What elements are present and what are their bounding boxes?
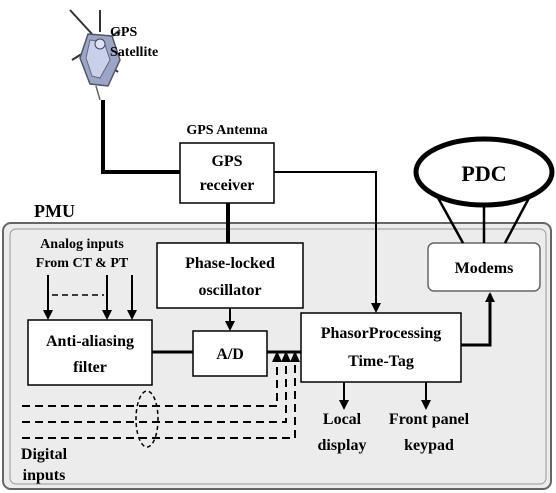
gps-receiver-line1: GPS [211,153,242,170]
phasor-line2: Time-Tag [348,353,414,370]
phasor-to-modems-arrow [461,292,495,347]
ad-label: A/D [216,346,244,363]
digital-line-2 [22,358,287,423]
pll-box [156,242,304,309]
analog-inputs-line2: From CT & PT [36,256,129,271]
digital-group-ellipse [135,390,159,448]
modem-pdc-line-1 [435,195,465,244]
local-display-line2: display [318,437,367,454]
digital-line-1 [22,358,278,407]
satellite-icon [69,9,121,101]
pll-line1: Phase-locked [185,255,275,272]
gps-antenna-label: GPS Antenna [186,123,267,138]
satellite-cable [101,100,180,174]
pmu-panel-inner [9,228,547,485]
ad-box [192,330,268,377]
front-panel-line1: Front panel [389,411,470,428]
digital-inputs-line1: Digital [21,446,68,463]
anti-aliasing-box [27,319,153,386]
pdc-label: PDC [461,161,506,186]
digital-inputs-line2: inputs [23,467,66,484]
digital-arrowhead-3 [290,351,300,362]
front-panel-line2: keypad [404,437,454,454]
phasor-box [300,312,462,383]
phasor-line1: PhasorProcessing [321,325,442,342]
modem-pdc-line-3 [503,195,532,244]
digital-arrowhead-2 [281,351,291,362]
local-display-line1: Local [323,411,362,428]
satellite-label-line2: Satellite [110,45,158,60]
digital-arrowhead-1 [272,351,282,362]
anti-aliasing-line1: Anti-aliasing [46,333,134,350]
modems-label: Modems [455,260,514,277]
analog-inputs-line1: Analog inputs [40,237,124,252]
pmu-label: PMU [34,201,75,221]
digital-line-3 [22,358,296,439]
pll-line2: oscillator [198,282,261,299]
gps-receiver-box [179,142,275,204]
satellite-label-line1: GPS [110,25,137,40]
gps-to-phasor-arrow [274,171,381,313]
gps-receiver-line2: receiver [200,177,255,194]
anti-aliasing-line2: filter [73,359,107,376]
